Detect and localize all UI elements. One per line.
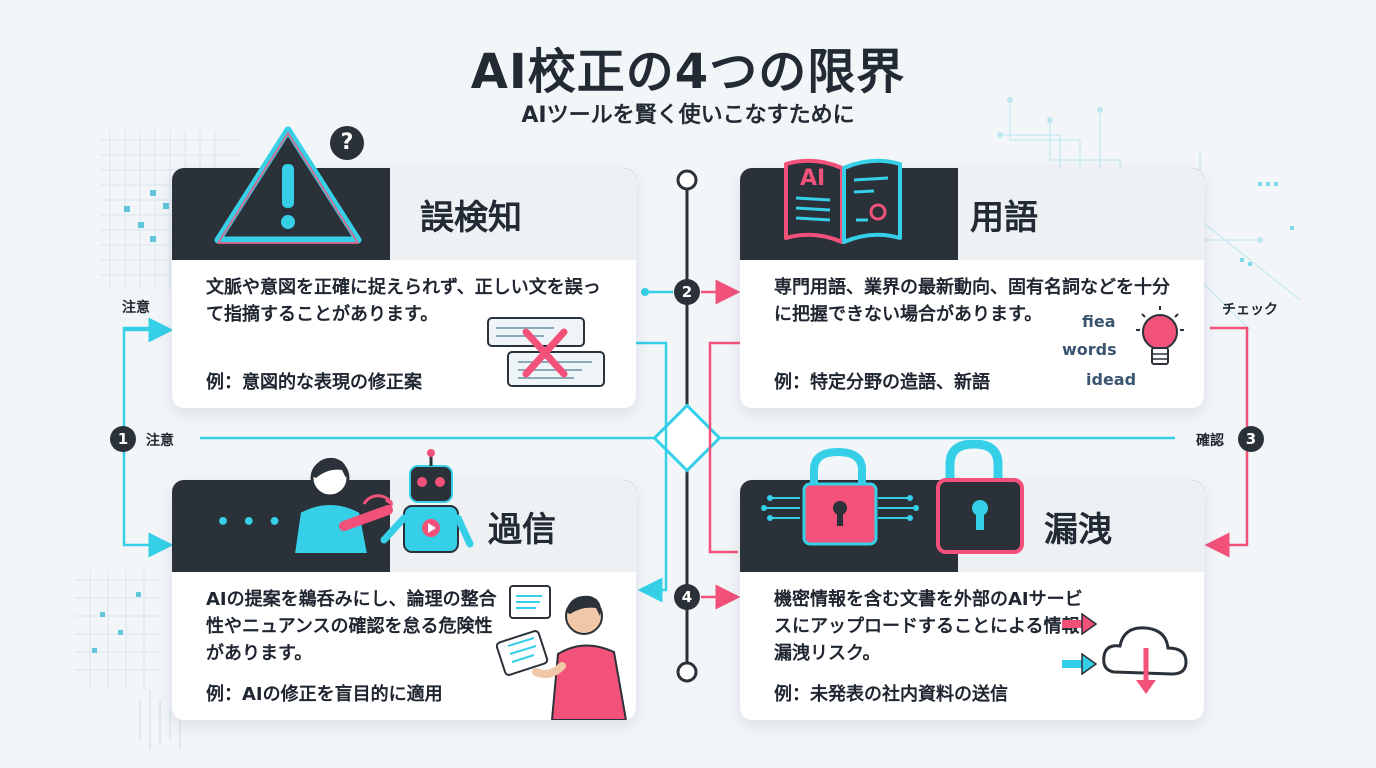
question-badge: ?: [330, 126, 364, 160]
card-title: 過信: [488, 510, 556, 550]
word-words: words: [1062, 340, 1117, 359]
card-header-panel: [958, 168, 1204, 260]
card-title: 漏洩: [1044, 510, 1112, 550]
warning-icon: [214, 126, 362, 244]
flow-number-1: 1: [110, 426, 136, 452]
cloud-upload-icon: [1062, 612, 1188, 694]
card-title: 用語: [970, 198, 1038, 238]
locks-icon: [761, 440, 1024, 554]
person-and-robot-icon: [292, 449, 474, 555]
page-subtitle: AIツールを賢く使いこなすために: [521, 103, 855, 128]
page-title: AI校正の4つの限界: [470, 44, 906, 100]
person-with-tablet-icon: [496, 585, 628, 720]
card-description: 機密情報を含む文書を外部のAIサービスにアップロードすることによる情報漏洩リスク…: [774, 589, 1083, 664]
flow-label-confirm: 確認: [1196, 433, 1224, 449]
book-ai-label: AI: [800, 166, 826, 191]
card-title: 誤検知: [420, 198, 522, 238]
card-example: 例：AIの修正を盲目的に適用: [206, 684, 443, 705]
card-example: 例：特定分野の造語、新語: [774, 372, 990, 393]
word-idead: idead: [1086, 370, 1137, 389]
lightbulb-icon: [1136, 306, 1184, 365]
card-description: 専門用語、業界の最新動向、固有名詞などを十分に把握できない場合があります。: [774, 277, 1170, 325]
word-fiea: fiea: [1082, 312, 1116, 331]
card-header-panel: [390, 168, 636, 260]
flow-number-4: 4: [674, 584, 700, 610]
flow-label-attention-top: 注意: [122, 300, 150, 316]
card-description: 文脈や意図を正確に捉えられず、正しい文を誤って指摘することがあります。: [206, 277, 601, 325]
card-example: 例：未発表の社内資料の送信: [774, 684, 1008, 705]
card-description: AIの提案を鵜呑みにし、論理の整合性やニュアンスの確認を怠る危険性があります。: [206, 589, 497, 664]
ellipsis-icon: • • •: [216, 510, 284, 535]
card-example: 例：意図的な表現の修正案: [206, 372, 422, 393]
flow-number-2: 2: [674, 279, 700, 305]
flow-number-3: 3: [1238, 426, 1264, 452]
flow-label-check: チェック: [1222, 302, 1278, 318]
flow-label-attention: 注意: [146, 433, 174, 449]
rejected-document-icon: [487, 317, 605, 387]
book-icon: [784, 158, 902, 244]
